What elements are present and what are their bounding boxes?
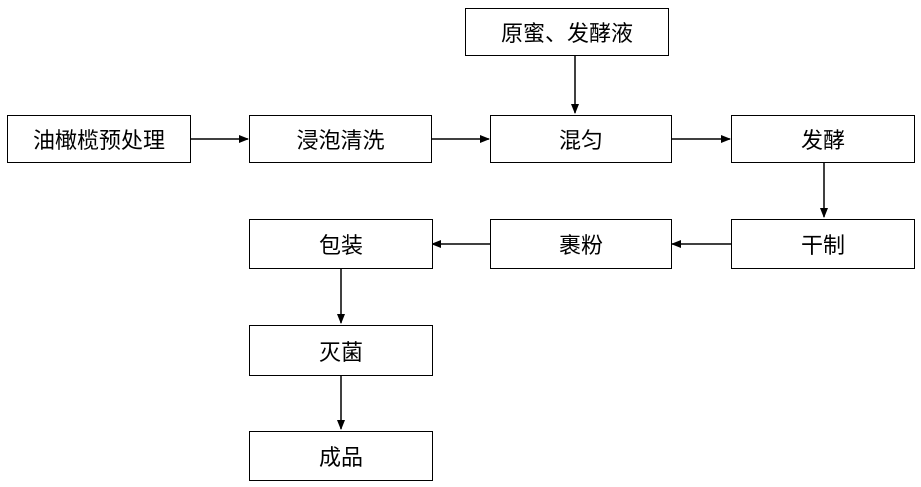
node-dry: 干制 <box>731 219 915 269</box>
node-ferment: 发酵 <box>731 115 915 163</box>
node-mix: 混匀 <box>490 115 672 163</box>
node-olive-pretreatment: 油橄榄预处理 <box>7 115 191 163</box>
node-sterilize: 灭菌 <box>249 325 433 376</box>
node-soak-wash: 浸泡清洗 <box>249 115 432 163</box>
node-raw-honey-fermentation-liquid: 原蜜、发酵液 <box>465 8 669 56</box>
node-package: 包装 <box>249 219 433 269</box>
node-finished-product: 成品 <box>249 431 433 481</box>
node-powder-coat: 裹粉 <box>490 219 672 269</box>
